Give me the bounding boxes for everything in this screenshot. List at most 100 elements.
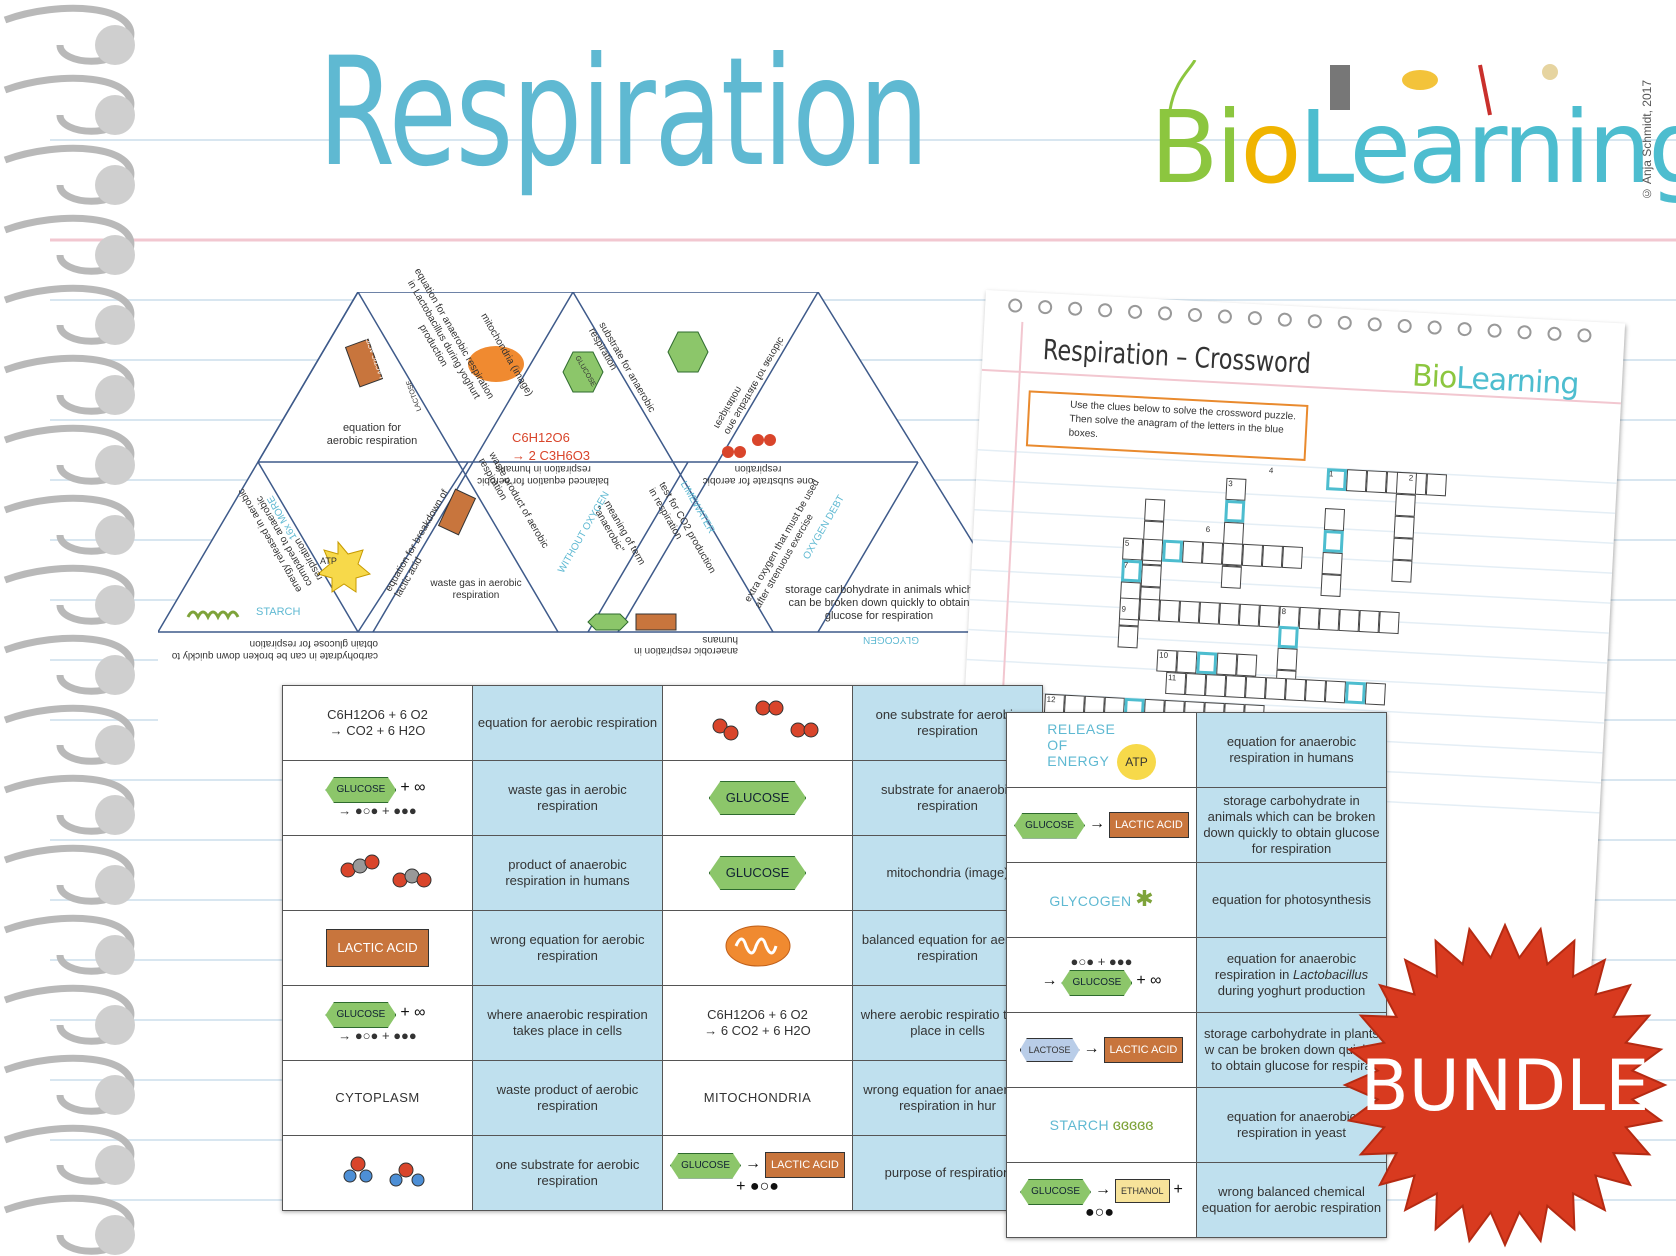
crossword-cell[interactable] [1391,559,1413,583]
crossword-cell[interactable] [1236,653,1258,677]
crossword-cell[interactable] [1185,673,1207,697]
tarsia-equation-aerobic: equation for aerobic respiration [326,422,418,447]
crossword-cell[interactable] [1144,498,1166,522]
cell-lactose-lactic: LACTOSE→LACTIC ACID [1006,1012,1197,1088]
equation-top: C6H12O6 + 6 O2 [327,707,428,722]
crossword-cell[interactable] [1323,508,1346,532]
bundle-label: BUNDLE [1361,1045,1650,1127]
crossword-cell[interactable] [1162,539,1184,563]
clue-number: 6 [1205,524,1211,535]
crossword-cell[interactable] [1218,602,1240,626]
crossword-cell[interactable] [1304,679,1327,703]
crossword-cell[interactable] [1138,598,1161,622]
crossword-cell[interactable] [1221,542,1244,566]
mitochondria-icon [662,910,853,986]
crossword-cell[interactable] [1178,600,1200,624]
crossword-cell[interactable] [1225,675,1247,699]
crossword-cell[interactable] [1142,538,1164,562]
cell-glucose: GLUCOSE [662,835,853,911]
crossword-cell[interactable] [1205,674,1227,698]
cell-glucose-ethanol: GLUCOSE→ETHANOL+ ●○● [1006,1162,1197,1238]
bundle-badge: BUNDLE [1342,922,1668,1248]
crossword-cell[interactable] [1198,601,1220,625]
crossword-cell[interactable] [1320,573,1342,597]
crossword-cell[interactable] [1358,609,1380,634]
lactic-acid-icon: LACTIC ACID [765,1151,845,1178]
equation-bottom: → CO2 + 6 H2O [329,723,426,738]
crossword-cell[interactable] [1395,471,1418,495]
clue-number: 1 [1328,469,1334,479]
crossword-cell[interactable] [1196,651,1218,675]
crossword-cell[interactable] [1224,499,1246,523]
crossword-cell[interactable] [1241,543,1264,567]
copyright: © Anja Schmidt, 2017 [1640,80,1654,201]
tarsia-one-substrate-flip: one substrate for aerobic respiration [702,463,814,486]
cell-clue: wrong equation for aerobic respiration [472,910,663,986]
crossword-cell[interactable] [1345,469,1368,493]
glucose-icon: GLUCOSE [325,1002,397,1028]
table-row: ●○● + ●●●→GLUCOSE+ ∞ equation for anaero… [1006,937,1387,1013]
crossword-cell[interactable] [1393,515,1415,539]
cell-glucose-lactic: GLUCOSE→LACTIC ACID+ ●○● [662,1135,853,1211]
crossword-cell[interactable] [1261,544,1284,568]
crossword-cell[interactable] [1176,650,1198,674]
cell-equation: C6H12O6 + 6 O2→ CO2 + 6 H2O [282,685,473,761]
crossword-cell[interactable] [1364,682,1386,706]
cell-clue: waste gas in aerobic respiration [472,760,663,836]
crossword-cell[interactable] [1378,611,1400,635]
crossword-cell[interactable] [1117,625,1139,649]
crossword-cell[interactable] [1264,677,1287,701]
crossword-cell[interactable] [1140,564,1162,588]
tarsia-grid [157,291,1029,752]
crossword-cell[interactable] [1425,473,1447,497]
cell-clue: wrong balanced chemical equation for aer… [1196,1162,1387,1238]
co2-molecules-icon [282,835,473,911]
crossword-cell[interactable] [1281,545,1303,569]
crossword-cell[interactable] [1223,521,1245,545]
crossword-cell[interactable] [1284,678,1307,702]
cell-lactic-acid: LACTIC ACID [282,910,473,986]
cell-starch: STARCH ɞɞɞɞɞ [1006,1087,1197,1163]
crossword-cell[interactable] [1344,681,1366,705]
crossword-cell[interactable] [1365,470,1388,494]
biolearning-logo: BioLearning © Anja Schmidt, 2017 [1150,60,1676,220]
clue-number: 9 [1121,604,1127,614]
table-row: GLYCOGEN ✱ equation for photosynthesis [1006,862,1387,938]
table-row: one substrate for aerobic respiration GL… [282,1135,1043,1211]
table-row: LACTOSE→LACTIC ACID storage carbohydrate… [1006,1012,1387,1088]
crossword-cell[interactable] [1321,551,1343,575]
glycogen-icon: ✱ [1135,885,1154,911]
crossword-cell[interactable] [1318,607,1340,631]
crossword-cell[interactable] [1238,603,1260,627]
tarsia-waste-gas: waste gas in aerobic respiration [430,578,522,601]
table-row: LACTIC ACID wrong equation for aerobic r… [282,910,1043,986]
cell-equation: C6H12O6 + 6 O2→ 6 CO2 + 6 H2O [662,985,853,1061]
crossword-cell[interactable] [1277,625,1299,649]
crossword-cell[interactable] [1324,680,1347,704]
crossword-cell[interactable] [1216,652,1238,676]
crossword-cell[interactable] [1392,537,1414,561]
cell-clue: product of anaerobic respiration in huma… [472,835,663,911]
clue-number: 8 [1281,606,1287,617]
crossword-cell[interactable] [1276,647,1298,671]
lactic-acid-icon: LACTIC ACID [326,929,429,967]
dominoes-table-left: C6H12O6 + 6 O2→ CO2 + 6 H2O equation for… [282,685,1043,1211]
crossword-cell[interactable] [1201,541,1224,565]
crossword-cell[interactable] [1244,676,1267,700]
crossword-cell[interactable] [1220,565,1242,589]
clue-number: 10 [1158,650,1169,661]
crossword-cell[interactable] [1394,493,1416,517]
lactic-acid-icon: LACTIC ACID [1103,1037,1184,1063]
glucose-icon: GLUCOSE [670,1152,742,1179]
crossword-cell[interactable] [1158,599,1181,623]
tarsia-formula-bottom: → 2 C3H6O3 [512,448,591,463]
clue-number: 5 [1124,538,1130,548]
crossword-cell[interactable] [1182,540,1204,564]
crossword-cell[interactable] [1258,604,1280,628]
table-row: C6H12O6 + 6 O2→ CO2 + 6 H2O equation for… [282,685,1043,761]
crossword-cell[interactable] [1298,606,1320,630]
ethanol-icon: ETHANOL [1115,1179,1170,1203]
crossword-cell[interactable] [1322,530,1344,554]
crossword-cell[interactable] [1338,608,1360,632]
